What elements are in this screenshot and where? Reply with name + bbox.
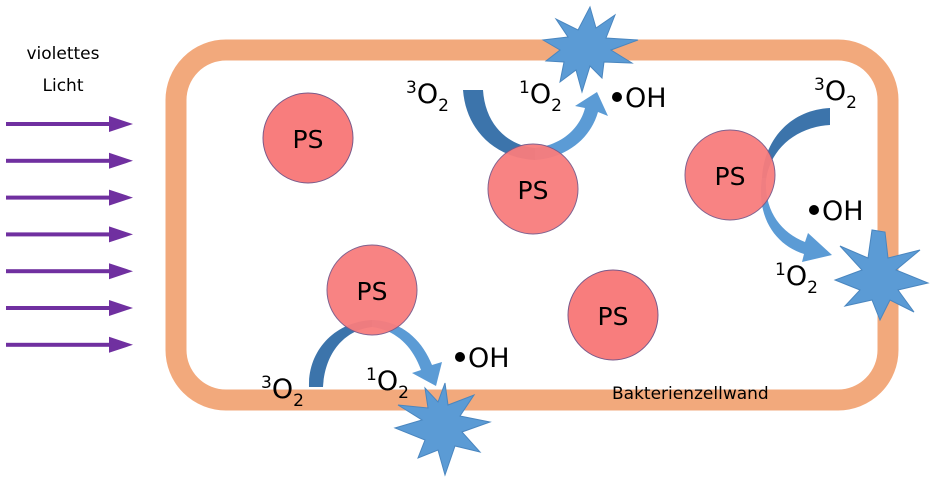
hydroxyl-radical-label: OH [822, 196, 864, 227]
photosensitizer [487, 143, 579, 235]
radical-dot [612, 92, 622, 102]
light-arrow-shaft [6, 122, 112, 126]
triplet-oxygen-label: 3O2 [261, 373, 304, 411]
bacterial-cell-wall [165, 39, 899, 411]
light-arrow-head [109, 336, 133, 353]
triplet-oxygen-label: 3O2 [814, 75, 857, 113]
damage-star-icon [393, 382, 492, 477]
curved-arrow-ps-to-singlet [760, 178, 832, 262]
cell-wall-label: Bakterienzellwand [612, 384, 769, 404]
light-arrow-shaft [6, 232, 112, 237]
violet-light-arrows [6, 116, 133, 353]
damage-star-icon [541, 5, 639, 94]
triplet-oxygen-label: 3O2 [406, 78, 449, 116]
photosensitizer [262, 92, 354, 184]
singlet-oxygen-label: 1O2 [519, 78, 562, 116]
light-arrow-shaft [6, 158, 112, 163]
light-arrow-head [109, 116, 133, 132]
singlet-oxygen-label: 1O2 [775, 260, 818, 298]
ps-label: PS [518, 176, 549, 205]
light-arrow-head [109, 152, 133, 169]
photosensitizer [567, 269, 659, 361]
photosensitizer [684, 129, 776, 221]
damage-star-icon [833, 229, 930, 322]
curved-arrow-triplet-to-ps [463, 90, 535, 160]
light-arrow-head [109, 263, 133, 280]
ps-label: PS [598, 302, 629, 331]
light-label-line1: violettes [26, 44, 99, 64]
curved-arrow-ps-to-singlet [372, 320, 442, 386]
light-arrow-shaft [6, 195, 112, 200]
light-arrow-shaft [6, 342, 112, 347]
ps-label: PS [715, 162, 746, 191]
light-arrow-head [109, 300, 133, 316]
reaction-right: PS 3O2 OH 1O2 [684, 75, 930, 322]
light-label-line2: Licht [43, 76, 84, 96]
hydroxyl-radical-label: OH [625, 83, 667, 114]
photosensitizer [326, 244, 418, 336]
reaction-bottom: PS 3O2 1O2 OH [261, 244, 510, 477]
ps-label: PS [293, 125, 324, 154]
light-arrow-head [109, 189, 133, 206]
curved-arrow-triplet-to-ps [762, 108, 830, 180]
curved-arrow-triplet-to-ps [308, 320, 372, 387]
radical-dot [809, 205, 819, 215]
singlet-oxygen-label: 1O2 [366, 365, 409, 403]
radical-dot [455, 352, 465, 362]
light-arrow-shaft [6, 306, 112, 310]
hydroxyl-radical-label: OH [468, 343, 510, 374]
curved-arrow-ps-to-singlet [535, 92, 608, 160]
reaction-top: PS 3O2 1O2 OH [406, 5, 667, 235]
light-arrow-shaft [6, 269, 112, 274]
light-arrow-head [109, 226, 133, 243]
ps-label: PS [357, 277, 388, 306]
